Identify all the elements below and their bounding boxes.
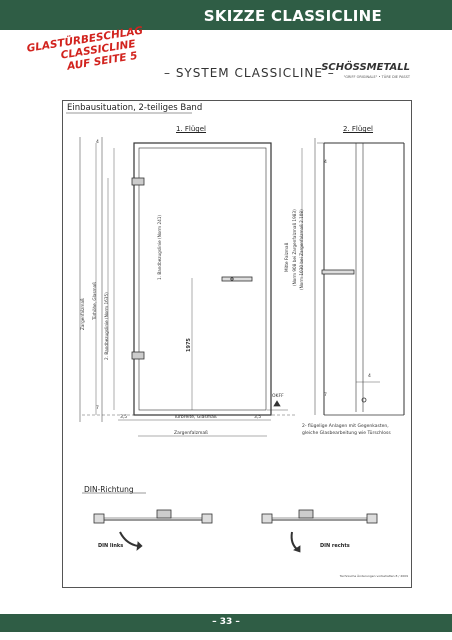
page-number: – 33 – [212,617,240,627]
din-left-label: DIN links [98,543,124,549]
zargenfalzmass-vertical-label: Zargenfalzmaß [80,298,85,330]
fluegel-2-label: 2. Flügel [343,125,374,133]
tuerbreite-label: Türbreite, Glasmaß [174,415,217,420]
double-door-note-line-1: 2- flügelige Anlagen mit Gegenkasten, [302,424,389,429]
dim-4-top: 4 [96,140,99,145]
header-bar: SKIZZE CLASSICLINE [0,0,452,30]
cross-reference-note: GLASTÜRBESCHLAG CLASSICLINE AUF SEITE 5 [26,25,144,78]
drawing-frame [62,100,412,588]
technical-drawing [66,112,405,553]
din-direction-title: DIN-Richtung [84,485,134,494]
mitte-falzmass-label: Mitte Falzmaß [284,242,289,272]
section-title: Einbausituation, 2-teiliges Band [67,103,203,113]
din-right-label: DIN rechts [320,543,350,549]
double-door-note-line-2: gleiche Glasbearbeitung wie Türschloss [302,431,391,436]
footer-bar: – 33 – [0,614,452,632]
dim-4-right-bottom: 4 [368,374,371,379]
dim-7-bottom: 7 [96,406,99,411]
norm-note-2: (Norm 1030 bei Zargenfalzmaß 2.108) [299,209,304,290]
tuerhoehe-label: Türhöhe, Glasmaß [92,282,97,320]
zargenfalzmass-bottom-label: Zargenfalzmaß [174,431,209,436]
brand-logo: SCHÖSSMETALL "GRIFF ORIGINALE" • TÜRE DI… [321,60,410,90]
logo-tagline: "GRIFF ORIGINALE" • TÜRE DIE PASST [343,75,410,79]
okff-label: OKFF [272,394,284,399]
bandbezugslinie-2-label: 2. Bandbezugslinie (Norm 1635) [104,292,109,360]
norm-note-1: (Norm 908 bei Zargenfalzmaß 1983) [292,209,297,286]
system-title: – SYSTEM CLASSICLINE – [164,66,335,80]
dim-7-right: 7 [324,393,327,398]
footnote: Technische Änderungen vorbehalten 8 / 20… [339,574,408,578]
dim-3-5-left: 3,5 [120,415,128,420]
dim-4-right-top: 4 [324,160,327,165]
bandbezugslinie-1-label: 1. Bandbezugslinie (Norm 241) [157,214,162,280]
dim-1975: 1975 [186,338,192,352]
dim-3-5-right: 3,5 [254,415,262,420]
fluegel-1-label: 1. Flügel [176,125,207,133]
page-title: SKIZZE CLASSICLINE [203,7,382,25]
logo-wordmark: SCHÖSSMETALL [321,62,410,73]
